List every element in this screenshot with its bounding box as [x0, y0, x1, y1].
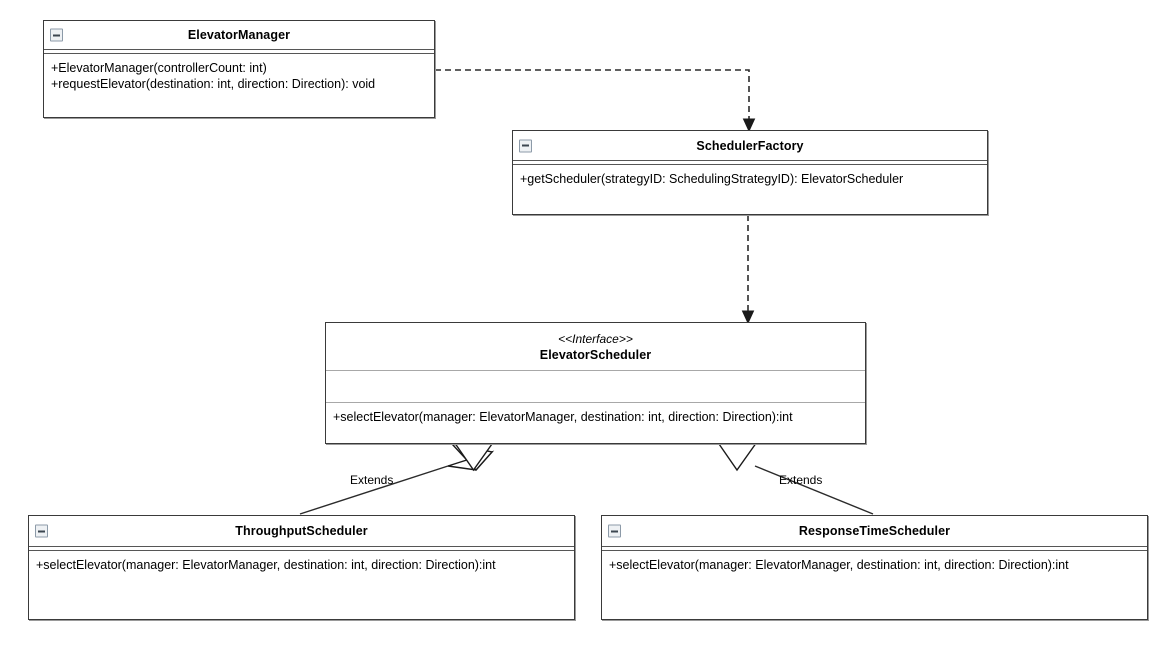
class-name-elevator-manager: ElevatorManager: [187, 28, 291, 42]
operation-item: +requestElevator(destination: int, direc…: [51, 77, 376, 91]
class-name-scheduler-factory: SchedulerFactory: [696, 138, 804, 153]
operation-item: +selectElevator(manager: ElevatorManager…: [36, 558, 496, 572]
class-name-elevator-scheduler: ElevatorScheduler: [539, 348, 652, 362]
operations-compartment-elevator-scheduler: +selectElevator(manager: ElevatorManager…: [326, 403, 865, 431]
operations-compartment-throughput-scheduler: +selectElevator(manager: ElevatorManager…: [29, 551, 574, 579]
compartment-separator: [44, 49, 434, 54]
class-name-response-time-scheduler: ResponseTimeScheduler: [798, 524, 951, 538]
operation-item: +ElevatorManager(controllerCount: int): [51, 61, 267, 75]
minus-box-icon[interactable]: [608, 524, 621, 538]
compartment-separator: [513, 160, 987, 165]
class-header-elevator-scheduler: <<Interface>> ElevatorScheduler: [326, 323, 865, 370]
compartment-separator: [29, 546, 574, 551]
operation-item: +selectElevator(manager: ElevatorManager…: [609, 558, 1069, 572]
operations-compartment-scheduler-factory: +getScheduler(strategyID: SchedulingStra…: [513, 165, 987, 193]
compartment-separator: [326, 370, 865, 371]
class-box-elevator-manager[interactable]: ElevatorManager +ElevatorManager(control…: [43, 20, 435, 118]
compartment-separator: [326, 402, 865, 403]
class-box-elevator-scheduler[interactable]: <<Interface>> ElevatorScheduler +selectE…: [325, 322, 866, 444]
attributes-compartment-elevator-scheduler: [326, 371, 865, 402]
class-header-throughput-scheduler: ThroughputScheduler: [29, 516, 574, 546]
class-header-elevator-manager: ElevatorManager: [44, 21, 434, 49]
minus-box-icon[interactable]: [50, 28, 63, 42]
edge-label-extends-right: Extends: [779, 473, 823, 487]
minus-box-icon[interactable]: [519, 139, 532, 152]
class-box-throughput-scheduler[interactable]: ThroughputScheduler +selectElevator(mana…: [28, 515, 575, 620]
operations-compartment-elevator-manager: +ElevatorManager(controllerCount: int) +…: [44, 54, 434, 98]
compartment-separator: [602, 546, 1147, 551]
operation-item: +selectElevator(manager: ElevatorManager…: [333, 410, 793, 424]
class-header-response-time-scheduler: ResponseTimeScheduler: [602, 516, 1147, 546]
minus-box-icon[interactable]: [35, 524, 48, 538]
dependency-factory-to-scheduler: [741, 215, 755, 325]
operation-item: +getScheduler(strategyID: SchedulingStra…: [520, 172, 904, 186]
class-box-response-time-scheduler[interactable]: ResponseTimeScheduler +selectElevator(ma…: [601, 515, 1148, 620]
operations-compartment-response-time-scheduler: +selectElevator(manager: ElevatorManager…: [602, 551, 1147, 579]
dependency-manager-to-factory: [435, 69, 756, 133]
class-header-scheduler-factory: SchedulerFactory: [513, 131, 987, 160]
class-name-throughput-scheduler: ThroughputScheduler: [235, 524, 368, 538]
class-box-scheduler-factory[interactable]: SchedulerFactory +getScheduler(strategyI…: [512, 130, 988, 215]
generalization-throughput-to-scheduler: [299, 442, 495, 515]
edge-label-extends-left: Extends: [350, 473, 394, 487]
class-stereotype-elevator-scheduler: <<Interface>>: [558, 332, 633, 346]
